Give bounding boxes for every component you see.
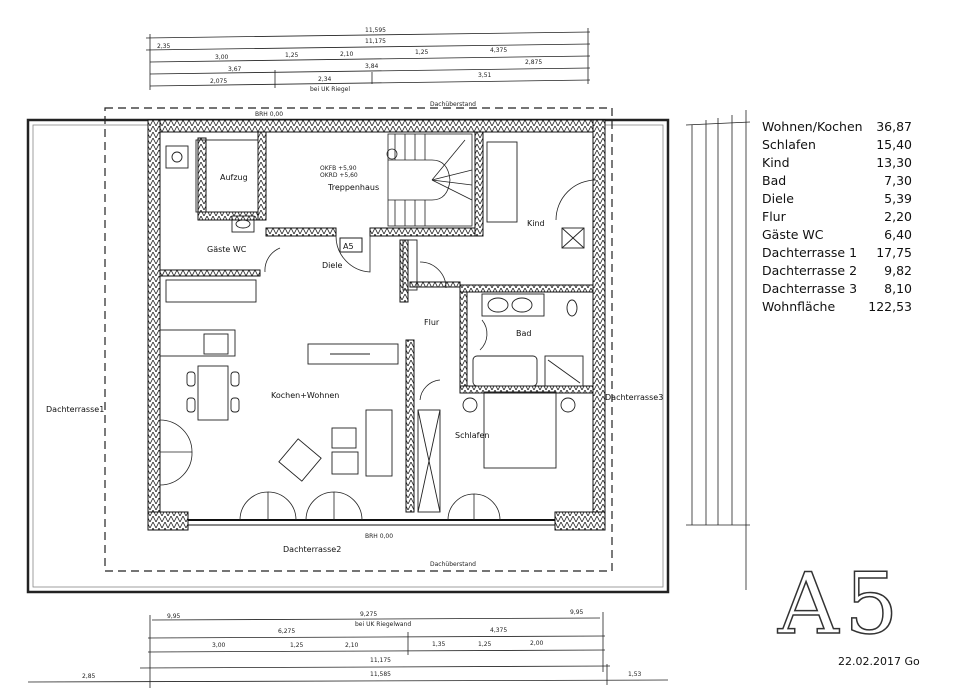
door-swings — [159, 179, 597, 521]
bottom-dimension-lines — [27, 612, 669, 688]
dim-label: 1,35 — [432, 641, 446, 648]
dim-label: bei UK Riegelwand — [355, 621, 411, 628]
interior-walls — [159, 131, 594, 513]
dim-label: 9,95 — [570, 609, 584, 616]
dim-label: 1,25 — [285, 52, 299, 59]
dim-label: 4,375 — [490, 627, 507, 634]
dim-label: 2,075 — [210, 78, 227, 85]
room-label-dachterrasse2: Dachterrasse2 — [283, 545, 341, 554]
dim-label: 2,35 — [157, 43, 171, 50]
room-label-dachterrasse1: Dachterrasse1 — [46, 405, 104, 414]
brh-label-bottom: BRH 0,00 — [365, 533, 393, 540]
unit-tag-box — [339, 237, 363, 253]
room-label-treppenhaus: Treppenhaus — [327, 183, 379, 192]
dim-label: bei UK Riegel — [310, 86, 350, 93]
roof-edge-label: Dachüberstand — [430, 101, 476, 108]
room-label-bad: Bad — [516, 329, 531, 338]
room-label-aufzug: Aufzug — [220, 173, 248, 182]
room-label-dachterrasse3: Dachterrasse3 — [605, 393, 663, 402]
room-label-diele: Diele — [322, 261, 343, 270]
dim-label: 11,595 — [365, 27, 386, 34]
furniture — [159, 139, 585, 513]
room-label-kind: Kind — [527, 219, 545, 228]
dim-label: 3,00 — [215, 54, 229, 61]
dim-label: 11,175 — [370, 657, 391, 664]
level-note-1: OKFB +5,90 — [320, 165, 357, 172]
dim-label: 11,175 — [365, 38, 386, 45]
dim-label: 2,34 — [318, 76, 332, 83]
dim-label: 3,51 — [478, 72, 492, 79]
dim-label: 3,84 — [365, 63, 379, 70]
dim-label: 2,10 — [340, 51, 354, 58]
room-label-schlafen: Schlafen — [455, 431, 489, 440]
unit-stamp: A5 — [777, 554, 905, 654]
room-label-gaeste-wc: Gäste WC — [207, 245, 247, 254]
room-label-flur: Flur — [424, 318, 440, 327]
dim-label: 3,67 — [228, 66, 242, 73]
dim-label: 2,85 — [82, 673, 96, 680]
dim-label: 1,25 — [478, 641, 492, 648]
dim-label: 1,25 — [290, 642, 304, 649]
right-dimension-lines — [685, 110, 751, 590]
unit-tag: A5 — [343, 242, 354, 251]
dim-label: 2,00 — [530, 640, 544, 647]
dim-label: 4,375 — [490, 47, 507, 54]
dim-label: 6,275 — [278, 628, 295, 635]
dim-label: 3,00 — [212, 642, 226, 649]
dim-label: 1,25 — [415, 49, 429, 56]
dim-label: 11,585 — [370, 671, 391, 678]
top-dimension-lines — [145, 28, 591, 90]
dim-label: 2,10 — [345, 642, 359, 649]
plan-date: 22.02.2017 Go — [838, 655, 920, 668]
dim-label: 1,53 — [628, 671, 642, 678]
brh-label-top: BRH 0,00 — [255, 111, 283, 118]
exterior-walls — [147, 119, 606, 531]
roof-edge-label-bottom: Dachüberstand — [430, 561, 476, 568]
dim-label: 9,95 — [167, 613, 181, 620]
staircase — [386, 133, 473, 227]
level-note-2: OKRD +5,60 — [320, 172, 358, 179]
dim-label: 9,275 — [360, 611, 377, 618]
dim-label: 2,875 — [525, 59, 542, 66]
room-label-kochen-wohnen: Kochen+Wohnen — [271, 391, 339, 400]
